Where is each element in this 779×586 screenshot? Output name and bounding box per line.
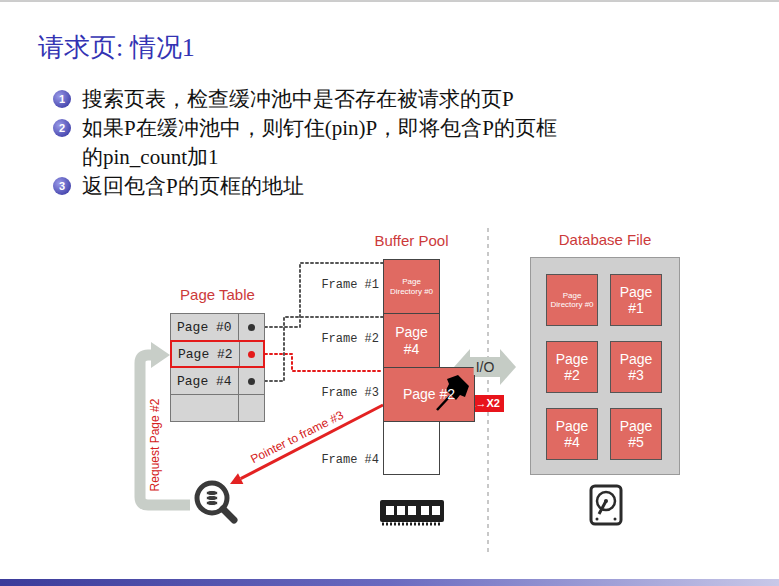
magnifier-handle bbox=[223, 509, 234, 520]
chip-cell bbox=[421, 506, 429, 515]
pointer-dot bbox=[248, 378, 255, 385]
database-disk bbox=[206, 490, 218, 495]
disk-page: Page #1 bbox=[610, 274, 662, 326]
frame-box: Frame #1Page Directory #0 bbox=[383, 259, 440, 314]
page-text: Page #5 bbox=[611, 418, 661, 450]
frame-label: Frame #3 bbox=[321, 386, 379, 400]
chip-cell bbox=[432, 506, 440, 515]
database-disk bbox=[206, 495, 218, 500]
frame-label: Frame #1 bbox=[321, 278, 379, 292]
disk-screw bbox=[596, 518, 599, 521]
row-text: Page #4 bbox=[171, 368, 237, 394]
frame-label: Frame #4 bbox=[321, 453, 379, 467]
empty-row bbox=[170, 394, 265, 422]
page-text: Page #4 bbox=[547, 418, 597, 450]
pointer-arrow-head bbox=[230, 473, 243, 484]
pointer-cell bbox=[239, 342, 263, 366]
io-arrow bbox=[470, 357, 500, 377]
footer-bar bbox=[0, 579, 779, 586]
pointer-dot bbox=[248, 351, 255, 358]
page-text: Page #2 bbox=[398, 386, 460, 402]
disk-page: Page Directory #0 bbox=[546, 274, 598, 326]
table-row: Page #4 bbox=[170, 367, 265, 395]
disk-page: Page #5 bbox=[610, 408, 662, 460]
page-text: Page Directory #0 bbox=[384, 277, 439, 295]
list-number: 2 bbox=[53, 119, 71, 137]
magnifier-icon bbox=[197, 483, 234, 520]
hard-disk-icon bbox=[591, 486, 621, 524]
database-file: Page Directory #0 Page #1 Page #2 Page #3 Pa… bbox=[530, 257, 680, 475]
buffer-pool: Frame #1Page Directory #0Frame #2Page #4… bbox=[383, 259, 440, 475]
page-text: Page #3 bbox=[611, 351, 661, 383]
list-item: 返回包含P的页框的地址 bbox=[82, 172, 702, 201]
row-text: Page #2 bbox=[172, 342, 238, 366]
chip-pins bbox=[382, 523, 442, 526]
frame-box: Frame #2Page #4 bbox=[383, 313, 440, 368]
disk-page: Page #3 bbox=[610, 341, 662, 393]
page-table: Page #0Page #2Page #4Page Table bbox=[170, 313, 265, 422]
disk-case bbox=[591, 486, 621, 524]
page-text: Page #1 bbox=[611, 284, 661, 316]
pointer-dot bbox=[248, 324, 255, 331]
frame-box: Frame #4 bbox=[383, 421, 440, 475]
pointer-line bbox=[265, 354, 383, 371]
pointer-cell bbox=[238, 314, 264, 340]
pointer-cell bbox=[238, 395, 239, 421]
edge-label: I/O bbox=[474, 359, 497, 375]
database-disk bbox=[206, 500, 218, 505]
slide-title: 请求页: 情况1 bbox=[38, 32, 195, 64]
chip-cell bbox=[408, 506, 416, 515]
group-heading: Database File bbox=[559, 231, 652, 249]
disk-arm bbox=[599, 501, 606, 514]
list-number: 3 bbox=[53, 177, 71, 195]
disk-page: Page #4 bbox=[546, 408, 598, 460]
list-item: 搜索页表，检查缓冲池中是否存在被请求的页P bbox=[82, 85, 702, 114]
row-text: Page #0 bbox=[171, 314, 237, 340]
list-item: 如果P在缓冲池中，则钉住(pin)P，即将包含P的页框的pin_count加1 bbox=[82, 114, 574, 172]
request-arrow-head bbox=[151, 342, 170, 368]
chip-cell bbox=[386, 506, 394, 515]
page-text: Page Directory #0 bbox=[547, 291, 597, 309]
group-heading: Page Table bbox=[180, 286, 255, 304]
disk-screw bbox=[614, 518, 617, 521]
page-text: Page #2 bbox=[547, 351, 597, 383]
chip-cell bbox=[397, 506, 405, 515]
page-text: Page #4 bbox=[384, 324, 439, 356]
separator-line bbox=[487, 228, 489, 552]
group-heading: Buffer Pool bbox=[375, 232, 449, 250]
chip-body bbox=[380, 500, 444, 522]
disk-page: Page #2 bbox=[546, 341, 598, 393]
table-row: Page #0 bbox=[170, 313, 265, 341]
top-rule bbox=[0, 1, 779, 2]
frame-box: Frame #3Page #2 bbox=[383, 367, 475, 422]
pointer-cell bbox=[238, 368, 264, 394]
arrow-label: Request Page #2 bbox=[148, 399, 162, 492]
frame-label: Frame #2 bbox=[321, 332, 379, 346]
pointer-line bbox=[265, 317, 383, 381]
list-number: 1 bbox=[53, 90, 71, 108]
table-row: Page #2 bbox=[170, 340, 265, 368]
memory-chip-icon bbox=[380, 500, 444, 524]
